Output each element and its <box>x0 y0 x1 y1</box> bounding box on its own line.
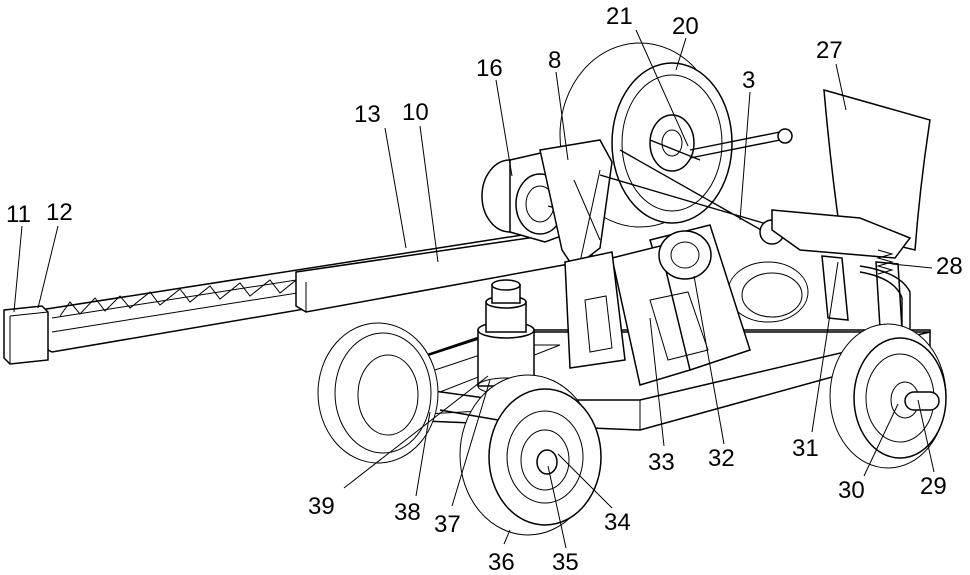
label-37: 37 <box>434 511 461 538</box>
label-31: 31 <box>792 435 819 462</box>
label-29: 29 <box>920 473 947 500</box>
label-10: 10 <box>402 99 429 126</box>
label-11: 11 <box>6 201 31 228</box>
label-3: 3 <box>742 67 755 94</box>
label-35: 35 <box>552 549 579 575</box>
label-39: 39 <box>308 493 335 520</box>
label-20: 20 <box>672 13 699 40</box>
label-36: 36 <box>488 549 515 575</box>
label-34: 34 <box>604 509 631 536</box>
label-27: 27 <box>816 37 843 64</box>
rear-left-wheel <box>318 323 438 463</box>
rear-right-wheel <box>728 262 808 322</box>
label-38: 38 <box>394 499 421 526</box>
label-30: 30 <box>838 477 865 504</box>
label-8: 8 <box>548 47 561 74</box>
label-28: 28 <box>936 253 963 280</box>
label-12: 12 <box>46 199 73 226</box>
label-13: 13 <box>354 101 381 128</box>
label-33: 33 <box>648 449 675 476</box>
label-32: 32 <box>708 445 735 472</box>
label-16: 16 <box>476 55 503 82</box>
label-21: 21 <box>606 3 633 30</box>
